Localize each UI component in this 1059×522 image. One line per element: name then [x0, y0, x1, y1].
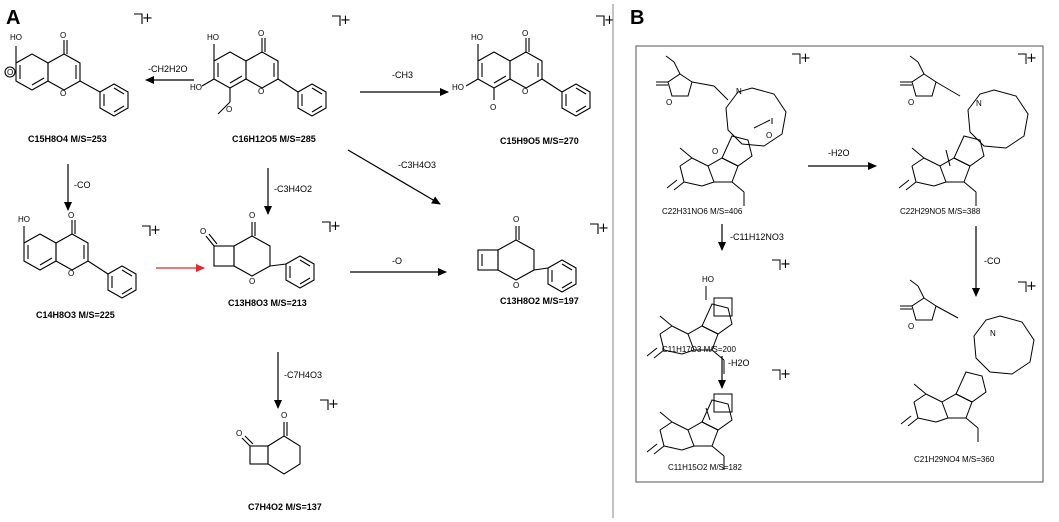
compound-182: C11H15O2 M/S=182 + [646, 367, 791, 472]
loss-label: -C3H4O2 [274, 184, 312, 194]
ion-mark: + [142, 11, 153, 26]
atom-o: O [513, 281, 519, 290]
ion-mark: + [330, 219, 341, 234]
atom-ho: HO [18, 215, 30, 224]
atom-ho: HO [702, 275, 714, 284]
ion-mark: + [780, 367, 791, 382]
atom-o: O [249, 211, 255, 220]
compound-406: N O O O C22H31NO6 M/S=406 + [655, 51, 811, 216]
loss-label: -CH3 [392, 70, 413, 80]
compound-225: HO O O C14H8O3 M/S=225 + [18, 211, 161, 320]
ion-mark: + [1026, 279, 1037, 294]
atom-ho: HO [207, 33, 219, 42]
compound-197: O O C13H8O2 M/S=197 + [477, 215, 609, 306]
atom-n: N [736, 87, 742, 96]
compound-213: O O O C13H8O3 M/S=213 + [200, 211, 341, 308]
formula-137: C7H4O2 M/S=137 [248, 502, 322, 512]
ion-mark: + [598, 221, 609, 236]
atom-ho: HO [10, 33, 22, 42]
formula-253: C15H8O4 M/S=253 [28, 134, 107, 144]
panel-b: B N O O O C22H31NO6 M/S=406 + N [630, 7, 1044, 483]
loss-label: -CO [74, 180, 91, 190]
formula-270: C15H9O5 M/S=270 [500, 136, 579, 146]
atom-o: O [200, 227, 206, 236]
formula-213: C13H8O3 M/S=213 [228, 298, 307, 308]
arrow-285-to-197 [347, 149, 441, 205]
ion-mark: + [800, 51, 811, 66]
atom-n: N [976, 99, 982, 108]
atom-o: O [712, 147, 718, 156]
compound-137: O O C7H4O2 M/S=137 + [236, 397, 339, 512]
formula-197: C13H8O2 M/S=197 [500, 296, 579, 306]
loss-label: -H2O [828, 148, 850, 158]
panel-a-label: A [6, 7, 20, 29]
atom-o: O [60, 89, 66, 98]
formula-388: C22H29NO5 M/S=388 [900, 207, 981, 216]
atom-ho: HO [471, 33, 483, 42]
atom-o: O [249, 277, 255, 286]
loss-label: -CO [984, 256, 1001, 266]
compound-200: HO C11H17O3 M/S=200 + [646, 257, 791, 375]
compound-253: O HO O O C15H8O4 M/S=253 + [4, 11, 153, 144]
compound-270: HO HO O O O C15H9O5 M/S=270 + [452, 13, 615, 146]
atom-o: O [490, 103, 496, 112]
atom-n: N [990, 329, 996, 338]
atom-o: O [513, 215, 519, 224]
atom-o: O [7, 68, 13, 77]
atom-o: O [908, 98, 914, 107]
loss-label: -C7H4O3 [284, 370, 322, 380]
atom-o: O [766, 131, 772, 140]
formula-285: C16H12O5 M/S=285 [232, 134, 316, 144]
formula-200: C11H17O3 M/S=200 [662, 345, 736, 354]
formula-182: C11H15O2 M/S=182 [668, 463, 742, 472]
formula-360: C21H29NO4 M/S=360 [914, 455, 995, 464]
atom-o: O [522, 87, 528, 96]
ion-mark: + [780, 257, 791, 272]
atom-ho: HO [190, 83, 202, 92]
ion-mark: + [1026, 51, 1037, 66]
ion-mark: + [340, 13, 351, 28]
compound-360: N O C21H29NO4 M/S=360 + [899, 279, 1037, 464]
atom-o: O [258, 29, 264, 38]
compound-parent-285: HO HO O O O C16H12O5 M/S=285 + [190, 13, 351, 144]
atom-o: O [666, 98, 672, 107]
formula-225: C14H8O3 M/S=225 [36, 310, 115, 320]
panel-a: A HO HO O O O C16H12O5 M/S=285 + O [4, 7, 615, 512]
atom-o: O [226, 105, 232, 114]
loss-label: -C3H4O3 [398, 160, 436, 170]
loss-label: -CH2H2O [148, 64, 188, 74]
panel-b-frame [635, 45, 1044, 483]
ion-mark: + [150, 223, 161, 238]
panel-b-label: B [630, 7, 644, 29]
loss-label: -H2O [728, 358, 750, 368]
atom-o: O [258, 87, 264, 96]
formula-406: C22H31NO6 M/S=406 [662, 207, 743, 216]
compound-388: N O C22H29NO5 M/S=388 + [898, 51, 1037, 216]
ion-mark: + [604, 13, 615, 28]
atom-ho: HO [452, 83, 464, 92]
atom-o: O [236, 429, 242, 438]
atom-o: O [60, 31, 66, 40]
atom-o: O [68, 211, 74, 220]
ion-mark: + [328, 397, 339, 412]
atom-o: O [68, 269, 74, 278]
atom-o: O [908, 322, 914, 331]
loss-label: -O [392, 256, 402, 266]
loss-label: -C11H12NO3 [730, 232, 784, 242]
atom-o: O [522, 29, 528, 38]
atom-o: O [281, 411, 287, 420]
